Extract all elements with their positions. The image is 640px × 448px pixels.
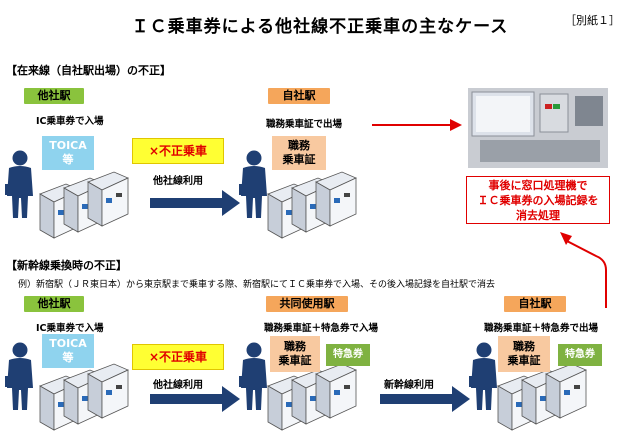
page-title: ＩＣ乗車券による他社線不正乗車の主なケース xyxy=(131,17,509,37)
fraud-label: ×不正乗車 xyxy=(132,138,224,164)
shared-action-text: 職務乗車証＋特急券で入場 xyxy=(264,323,379,334)
ic-card-line: TOICA xyxy=(49,337,87,350)
ic-card: TOICA 等 xyxy=(42,136,94,170)
entry-station-label: 他社駅 xyxy=(24,88,84,104)
section1-heading: 【在来線（自社駅出場）の不正】 xyxy=(6,64,171,77)
exit-station-label: 自社駅 xyxy=(504,296,566,312)
deletion-callout: 事後に窓口処理機で ＩＣ乗車券の入場記録を 消去処理 xyxy=(466,176,610,224)
entry-action-text: IC乗車券で入場 xyxy=(36,116,104,127)
ticket-gate-icon xyxy=(268,364,356,430)
callout-line: 消去処理 xyxy=(516,209,560,222)
passenger-icon xyxy=(5,150,33,218)
staff-pass-line: 乗車証 xyxy=(507,354,541,367)
exit-action-text: 職務乗車証で出場 xyxy=(266,119,343,130)
passenger-icon xyxy=(469,342,497,410)
exit-action-text: 職務乗車証＋特急券で出場 xyxy=(484,323,599,334)
ic-card-line: TOICA xyxy=(49,139,87,152)
express-ticket-card: 特急券 xyxy=(326,344,370,366)
ic-card: TOICA 等 xyxy=(42,334,94,368)
ticket-gate-icon xyxy=(268,172,356,238)
express-ticket-card: 特急券 xyxy=(558,344,602,366)
example-note: 例）新宿駅（ＪＲ東日本）から東京駅まで乗車する際、新宿駅にてＩＣ乗車券で入場、そ… xyxy=(18,280,496,290)
ticket-gate-icon xyxy=(40,172,128,238)
route-label: 他社線利用 xyxy=(153,380,203,391)
shared-station-label: 共同使用駅 xyxy=(266,296,348,312)
staff-pass-line: 職務 xyxy=(284,340,306,353)
shinkansen-label: 新幹線利用 xyxy=(384,380,434,391)
exit-station-label: 自社駅 xyxy=(268,88,330,104)
staff-pass-card: 職務 乗車証 xyxy=(498,336,550,372)
processing-machine-photo xyxy=(468,88,608,168)
route-label: 他社線利用 xyxy=(153,176,203,187)
passenger-icon xyxy=(239,150,267,218)
staff-pass-line: 乗車証 xyxy=(278,354,312,367)
appendix-label: ［別紙１］ xyxy=(565,14,620,27)
staff-pass-line: 職務 xyxy=(513,340,535,353)
entry-station-label: 他社駅 xyxy=(24,296,84,312)
staff-pass-line: 乗車証 xyxy=(282,153,316,166)
passenger-icon xyxy=(5,342,33,410)
ic-card-line: 等 xyxy=(62,153,74,166)
section2-heading: 【新幹線乗換時の不正】 xyxy=(6,259,127,272)
entry-action-text: IC乗車券で入場 xyxy=(36,323,104,334)
staff-pass-card: 職務 乗車証 xyxy=(270,336,320,372)
callout-line: ＩＣ乗車券の入場記録を xyxy=(477,194,599,207)
passenger-icon xyxy=(239,342,267,410)
staff-pass-line: 職務 xyxy=(288,139,310,152)
ticket-gate-icon xyxy=(498,364,586,430)
fraud-label: ×不正乗車 xyxy=(132,344,224,370)
ticket-gate-icon xyxy=(40,364,128,430)
staff-pass-card: 職務 乗車証 xyxy=(272,136,326,170)
ic-card-line: 等 xyxy=(62,351,74,364)
callout-line: 事後に窓口処理機で xyxy=(488,179,588,192)
